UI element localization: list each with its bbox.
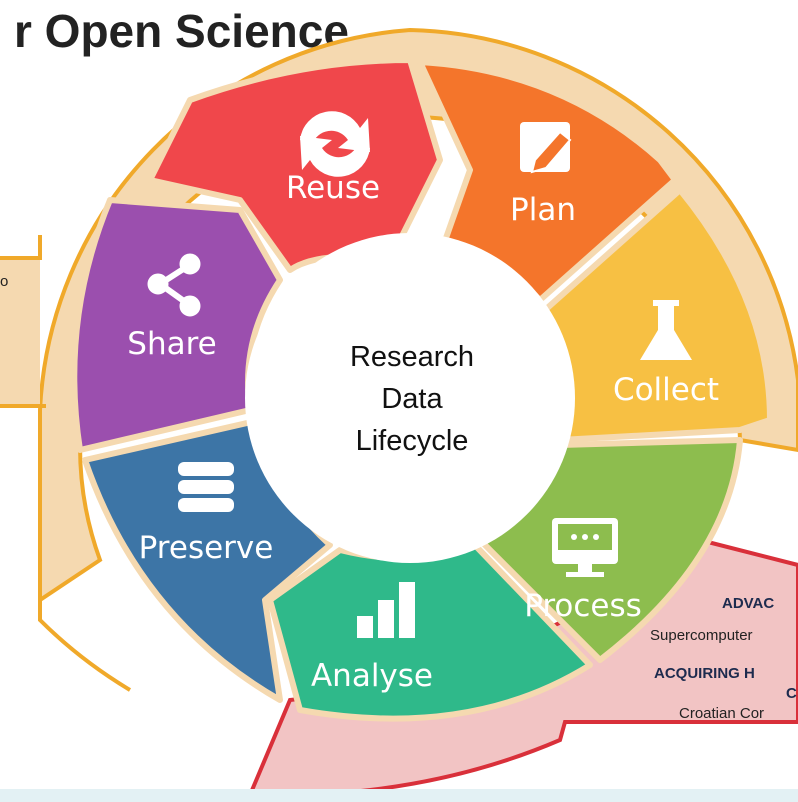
bottom-strip <box>0 789 798 802</box>
segment-label-collect: Collect <box>613 372 719 408</box>
right-callout-line5: Croatian Cor <box>679 705 764 722</box>
center-label-line1: Research <box>350 341 474 373</box>
monitor-icon <box>552 518 618 577</box>
page-title: r Open Science <box>14 5 349 57</box>
bar-chart-icon <box>357 582 415 638</box>
segment-label-reuse: Reuse <box>286 170 380 206</box>
right-callout-line2: Supercomputer <box>650 627 753 644</box>
segment-share[interactable] <box>71 197 283 453</box>
right-callout-line3: ACQUIRING H <box>654 665 755 682</box>
center-circle <box>245 233 575 563</box>
center-label-line3: Lifecycle <box>356 425 469 457</box>
database-icon <box>178 462 234 512</box>
share-icon <box>147 253 201 317</box>
segment-label-preserve: Preserve <box>139 530 274 566</box>
left-callout-box <box>0 258 40 406</box>
segment-label-plan: Plan <box>510 192 576 228</box>
segment-label-analyse: Analyse <box>311 658 433 694</box>
left-callout-text: o <box>0 273 8 290</box>
segment-reuse[interactable] <box>147 57 443 273</box>
edit-document-icon <box>520 122 572 174</box>
segment-label-process: Process <box>524 588 642 624</box>
flask-icon <box>640 300 692 360</box>
center-label-line2: Data <box>381 383 443 415</box>
right-callout-line1: ADVAC <box>722 595 774 612</box>
sync-arrows-icon <box>300 111 370 177</box>
segment-label-share: Share <box>127 326 216 362</box>
right-callout-line4: C <box>786 685 797 702</box>
